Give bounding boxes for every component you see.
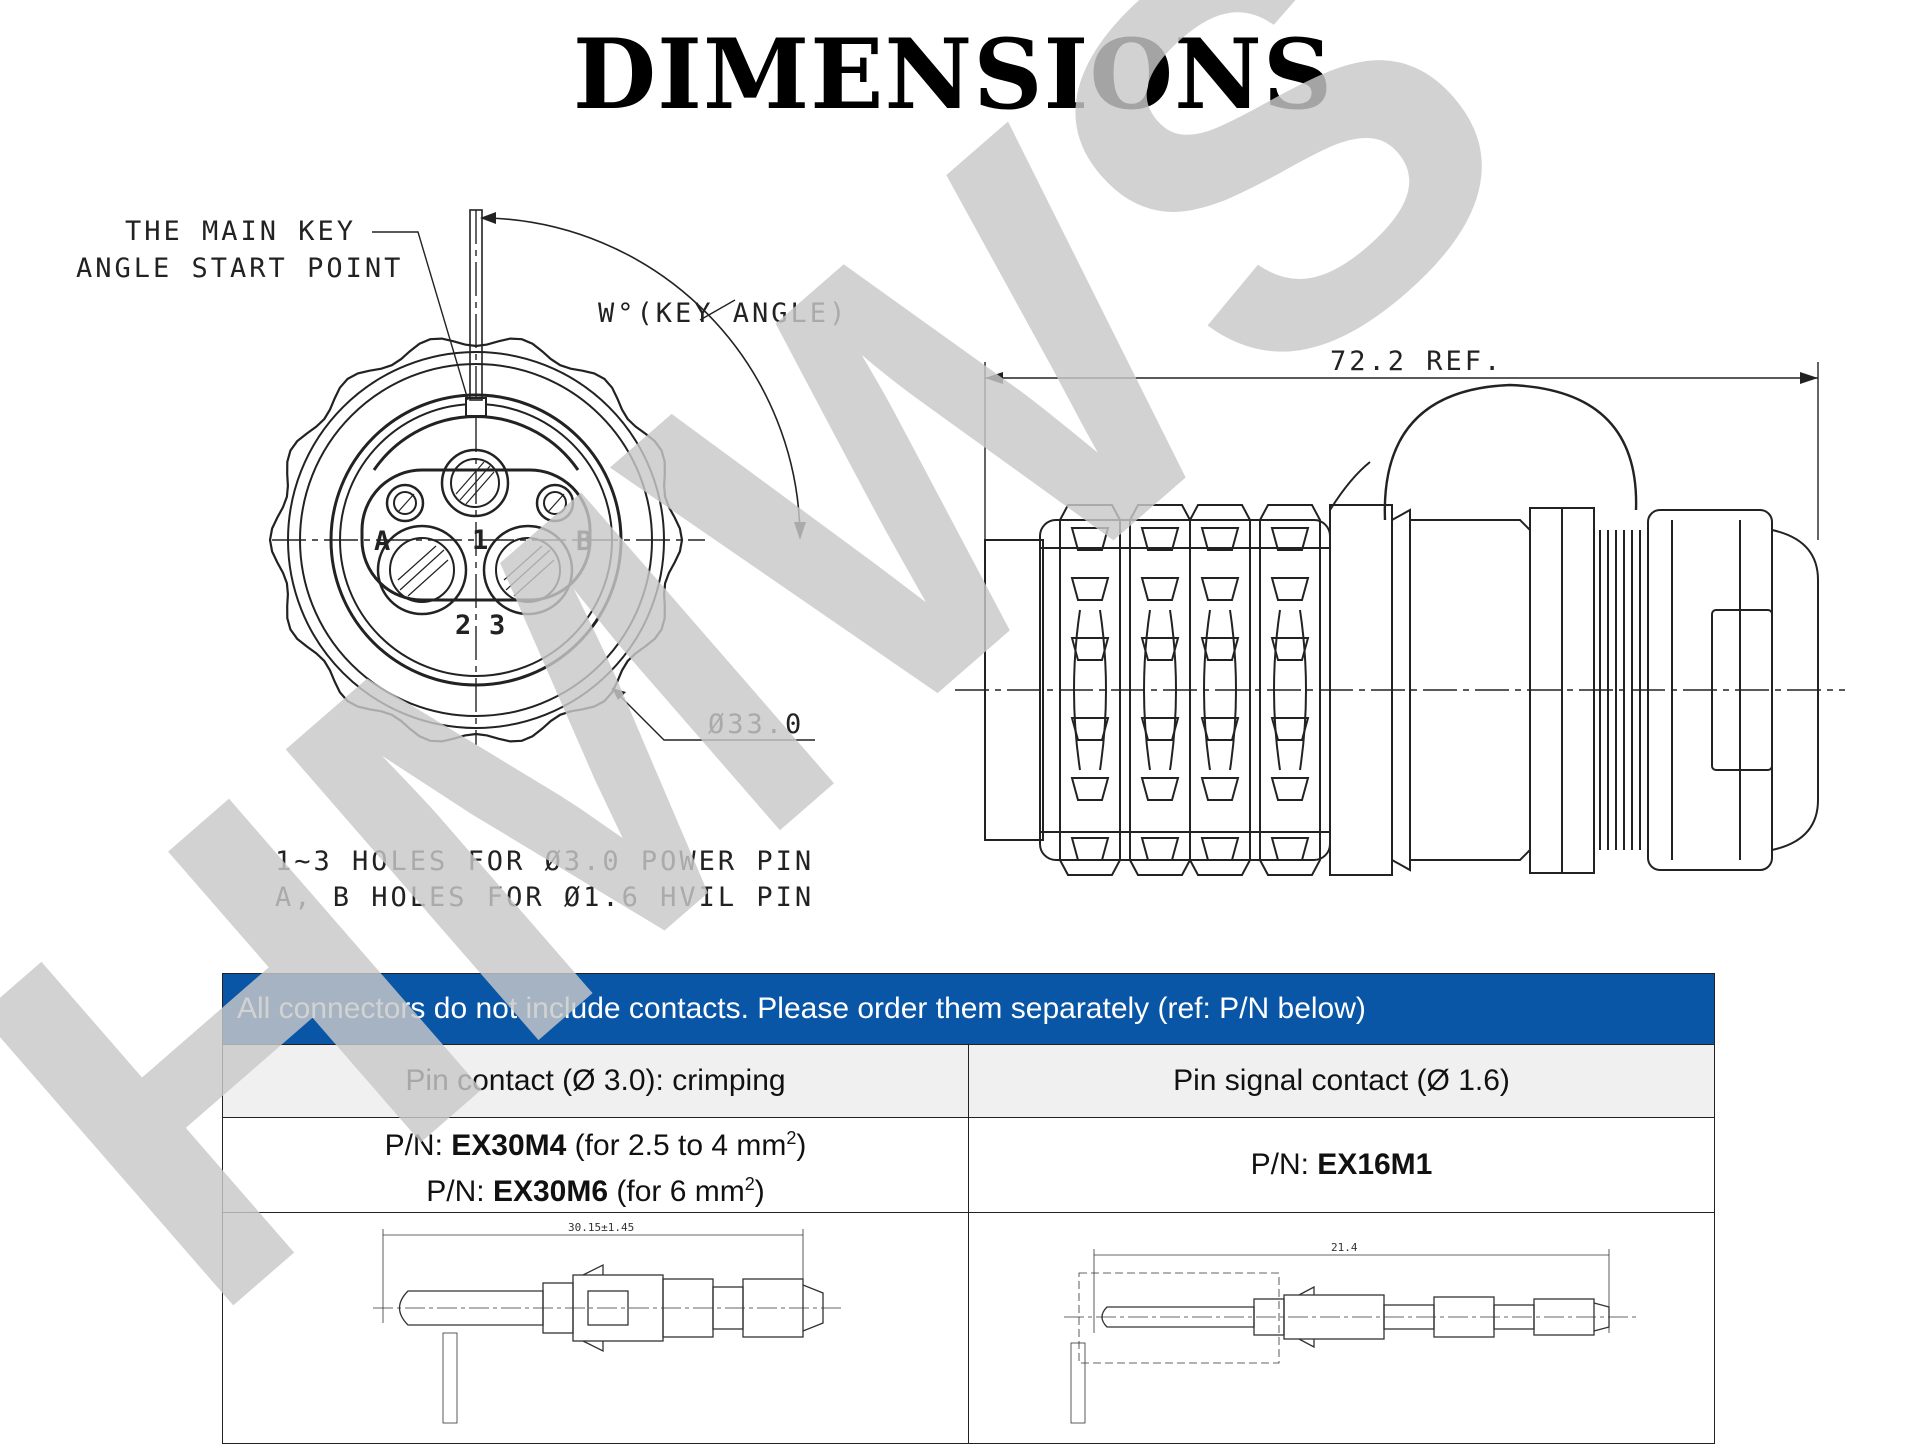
- crimp-contact-drawing: 30.15±1.45: [222, 1212, 969, 1444]
- signal-contact-svg: 21.4: [1064, 1241, 1639, 1424]
- pin-label-2: 2: [455, 610, 474, 641]
- body-rib: [1189, 504, 1251, 876]
- body-rib: [1259, 504, 1321, 876]
- pin-label-1: 1: [472, 525, 491, 556]
- pin-label-3: 3: [489, 610, 508, 641]
- side-view-drawing: [955, 362, 1845, 876]
- pin-label-b: B: [576, 526, 595, 557]
- col1-part-numbers: P/N: EX30M4 (for 2.5 to 4 mm2) P/N: EX30…: [222, 1117, 969, 1213]
- diameter-label: Ø33.0: [708, 709, 804, 740]
- signal-dim-label: 21.4: [1331, 1241, 1358, 1254]
- body-rib: [1059, 504, 1121, 876]
- length-label: 72.2 REF.: [1330, 346, 1503, 377]
- col2-part-number: P/N: EX16M1: [968, 1117, 1715, 1213]
- pin-label-a: A: [374, 526, 393, 557]
- body-rib: [1129, 504, 1191, 876]
- col1-title: Pin contact (Ø 3.0): crimping: [222, 1044, 969, 1118]
- pn-ex30m4: P/N: EX30M4 (for 2.5 to 4 mm2): [384, 1128, 807, 1162]
- col2-title: Pin signal contact (Ø 1.6): [968, 1044, 1715, 1118]
- page-title: DIMENSIONS: [572, 18, 1334, 131]
- main-key-label-1: THE MAIN KEY: [125, 216, 356, 247]
- crimp-contact-svg: 30.15±1.45: [373, 1221, 843, 1424]
- signal-contact-drawing: 21.4: [968, 1212, 1715, 1444]
- contacts-table: All connectors do not include contacts. …: [222, 973, 1715, 1444]
- note-line-2: A, B HOLES FOR Ø1.6 HVIL PIN: [275, 882, 814, 913]
- pn-ex30m6: P/N: EX30M6 (for 6 mm2): [426, 1174, 765, 1208]
- crimp-dim-label: 30.15±1.45: [568, 1221, 634, 1234]
- table-header: All connectors do not include contacts. …: [222, 973, 1715, 1045]
- key-angle-label: W°(KEY ANGLE): [598, 298, 848, 329]
- note-line-1: 1~3 HOLES FOR Ø3.0 POWER PIN: [275, 846, 814, 877]
- front-view-drawing: [268, 209, 815, 745]
- main-key-label-2: ANGLE START POINT: [76, 253, 403, 284]
